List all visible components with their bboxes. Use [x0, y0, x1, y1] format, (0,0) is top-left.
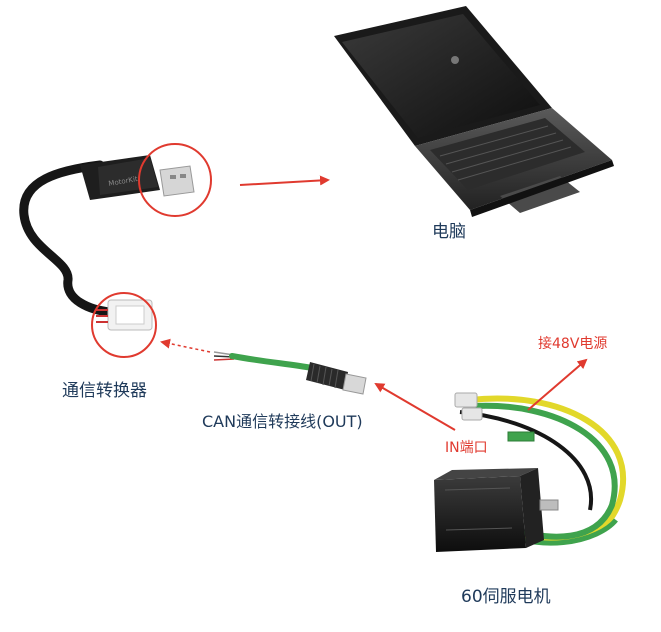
arrow-power [527, 358, 588, 411]
in-port-label: IN端口 [445, 440, 488, 456]
converter-port-highlight [91, 292, 157, 358]
motor-label: 60伺服电机 [461, 587, 551, 607]
converter-label: 通信转换器 [62, 381, 147, 401]
arrow-usb-to-computer [239, 175, 330, 186]
servo-motor-icon [434, 392, 626, 552]
can-cable-label: CAN通信转接线(OUT) [202, 412, 363, 431]
computer-label: 电脑 [432, 222, 466, 242]
usb-converter-icon: MotorKit [19, 155, 195, 331]
can-cable-icon [213, 351, 367, 395]
power-label: 接48V电源 [538, 336, 608, 352]
arrow-in-port [374, 382, 456, 431]
laptop-icon [334, 6, 614, 217]
usb-plug-highlight [138, 143, 212, 217]
arrow-cable-to-converter [160, 338, 211, 353]
